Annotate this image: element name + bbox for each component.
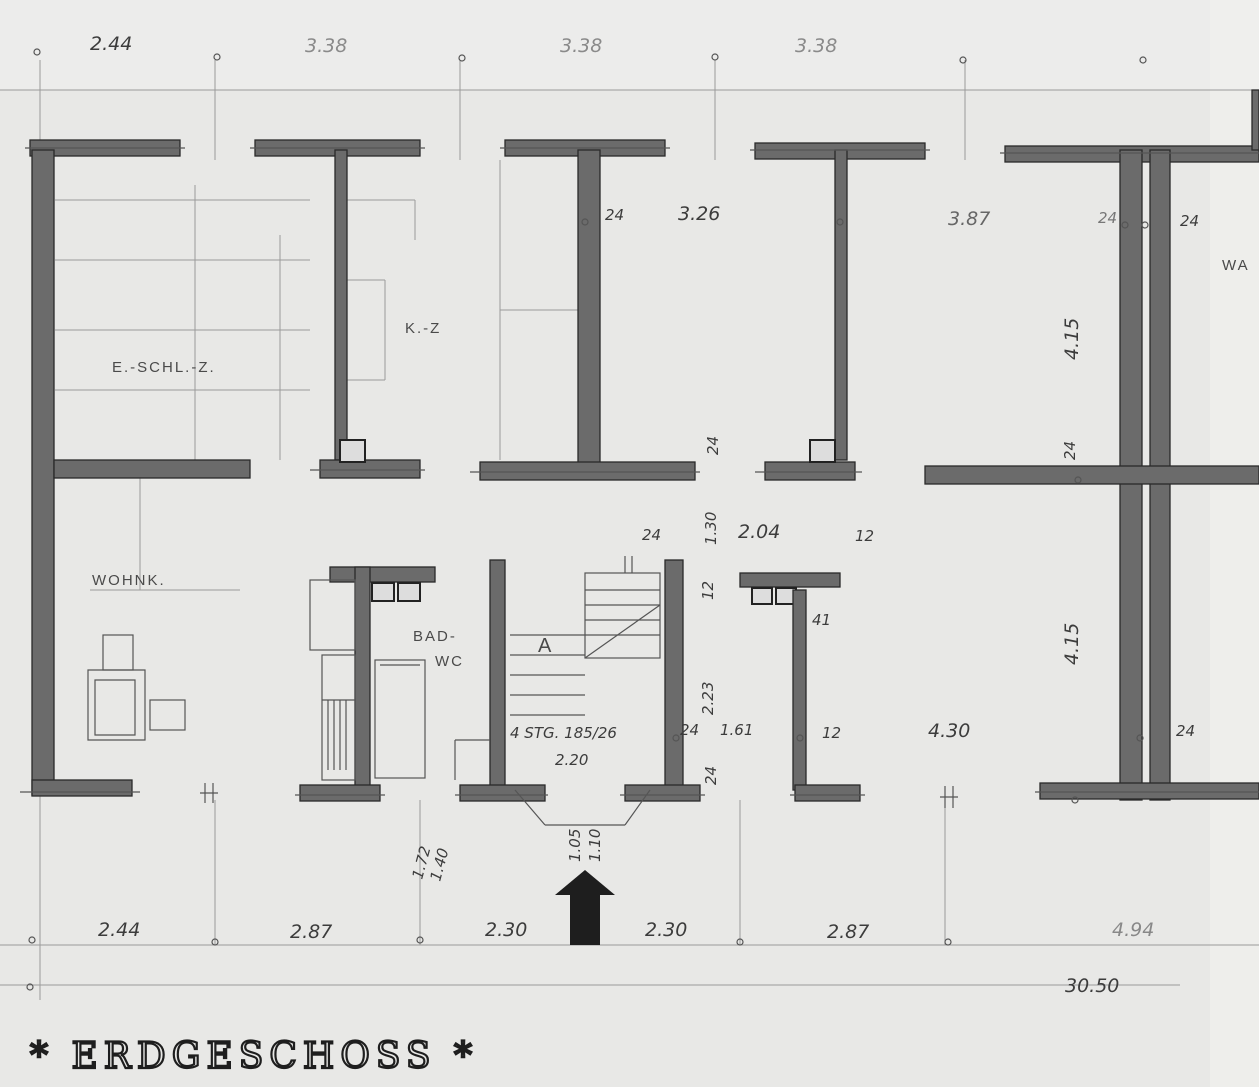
dim-wall-41: 41 [812,611,831,629]
room-label-eltern-schlafzimmer: E.-SCHL.-Z. [112,359,216,376]
top-dim-2: 3.38 [305,35,347,57]
dim-wall-12-low: 12 [822,724,841,742]
total-width: 30.50 [1065,975,1119,997]
dim-wall-12-top: 12 [855,527,874,545]
wall-ticks [20,147,1259,808]
bottom-dimensions: 2.44 2.87 2.30 2.30 2.87 4.94 30.50 [98,919,1154,997]
dim-wall-24-mid-right: 24 [1061,441,1079,460]
dim-stair-wall-24: 24 [642,526,661,544]
stair-mark: A [538,635,553,657]
dim-vert-24-top: 24 [704,436,722,455]
dimension-dots [26,48,1149,991]
dim-vert-223: 2.23 [699,682,717,715]
top-dim-3: 3.38 [560,35,602,57]
dim-vert-12: 12 [699,581,717,600]
dim-vert-130: 1.30 [702,512,720,545]
interior-dimensions: 24 3.26 3.87 24 24 4.15 24 4.15 24 24 1.… [408,203,1199,883]
room-label-bad: BAD- [413,628,457,645]
dim-wall-24-stair: 24 [680,721,699,739]
walls [29,89,1259,802]
room-label-cut-off: WA [1222,257,1250,274]
room-label-wohnkueche: WOHNK. [92,572,166,589]
dim-room-width-c: 4.30 [928,720,970,742]
top-dim-4: 3.38 [795,35,837,57]
dim-wall-24-c: 24 [1180,212,1199,230]
entrance-arrow-icon [555,870,615,945]
bottom-dim-3: 2.30 [485,919,527,941]
dim-wall-24-b: 24 [1098,209,1117,227]
room-label-wc: WC [435,653,464,670]
plan-title: * ERDGESCHOSS * [30,1036,478,1077]
construction-lines [0,60,1259,1000]
bottom-dim-2: 2.87 [290,921,332,943]
fixtures [87,579,651,826]
dim-entry-105: 1.05 [566,829,584,862]
dim-vert-24-low: 24 [702,766,720,785]
bottom-dim-4: 2.30 [645,919,687,941]
bottom-dim-1: 2.44 [98,919,140,941]
bottom-dim-6: 4.94 [1112,919,1154,941]
dim-stairs-spec: 4 STG. 185/26 [510,724,617,742]
bottom-dim-5: 2.87 [827,921,869,943]
dim-height-lower: 4.15 [1061,623,1083,665]
dim-entry-110: 1.10 [586,829,604,862]
top-dim-1: 2.44 [90,33,132,55]
dim-room-width-b: 3.87 [948,208,990,230]
staircase [510,556,661,716]
dim-wall-24-lower-right: 24 [1176,722,1195,740]
dim-stair-width: 2.04 [738,521,780,543]
dim-room-width-a: 3.26 [678,203,720,225]
dim-landing-161: 1.61 [720,721,753,739]
room-labels: E.-SCHL.-Z. K.-Z WOHNK. BAD- WC A WA [92,257,1250,670]
top-dimensions: 2.44 3.38 3.38 3.38 [90,33,837,57]
dim-stair-depth: 2.20 [555,751,588,769]
dim-height-upper: 4.15 [1061,318,1083,360]
room-label-kinderzimmer: K.-Z [405,320,441,337]
dim-wall-24-a: 24 [605,206,624,224]
